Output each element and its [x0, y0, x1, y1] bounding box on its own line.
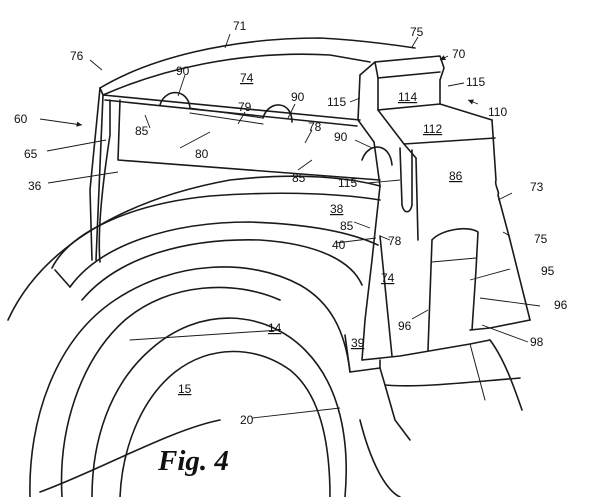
label-65: 65 — [24, 147, 38, 161]
label-85-mid: 85 — [292, 171, 306, 185]
label-75-top: 75 — [410, 25, 424, 39]
label-90-right: 90 — [334, 130, 348, 144]
label-70: 70 — [452, 47, 466, 61]
label-38: 38 — [330, 202, 344, 216]
label-20: 20 — [240, 413, 254, 427]
label-86: 86 — [449, 169, 463, 183]
label-114: 114 — [398, 90, 417, 104]
label-98: 98 — [530, 335, 544, 349]
label-74-low: 74 — [381, 271, 395, 285]
label-14: 14 — [268, 321, 282, 335]
housing-drawing — [89, 37, 531, 441]
figure-caption: Fig. 4 — [157, 445, 229, 477]
label-115-mid: 115 — [338, 176, 357, 190]
label-60: 60 — [14, 112, 28, 126]
label-110: 110 — [488, 105, 507, 119]
wheel-drawing — [7, 175, 401, 497]
label-73: 73 — [530, 180, 544, 194]
label-85-low: 85 — [340, 219, 354, 233]
label-90-left: 90 — [176, 64, 190, 78]
leader-lines — [39, 33, 541, 419]
label-78-top: 78 — [308, 120, 322, 134]
label-115-right: 115 — [466, 75, 485, 89]
label-75-right: 75 — [534, 232, 548, 246]
label-85-top: 85 — [135, 124, 149, 138]
label-15: 15 — [178, 382, 192, 396]
label-96-left: 96 — [398, 319, 412, 333]
label-78-low: 78 — [388, 234, 402, 248]
label-115-top: 115 — [327, 95, 346, 109]
label-74-top: 74 — [240, 71, 254, 85]
label-90-mid: 90 — [291, 90, 305, 104]
label-40: 40 — [332, 238, 346, 252]
reference-labels: 71 75 76 70 74 90 90 90 115 115 115 114 … — [14, 19, 568, 427]
label-79: 79 — [238, 100, 252, 114]
label-76: 76 — [70, 49, 84, 63]
label-71: 71 — [233, 19, 247, 33]
label-96-right: 96 — [554, 298, 568, 312]
label-39: 39 — [351, 336, 365, 350]
label-95: 95 — [541, 264, 555, 278]
label-36: 36 — [28, 179, 42, 193]
label-112: 112 — [423, 122, 442, 136]
label-80: 80 — [195, 147, 209, 161]
